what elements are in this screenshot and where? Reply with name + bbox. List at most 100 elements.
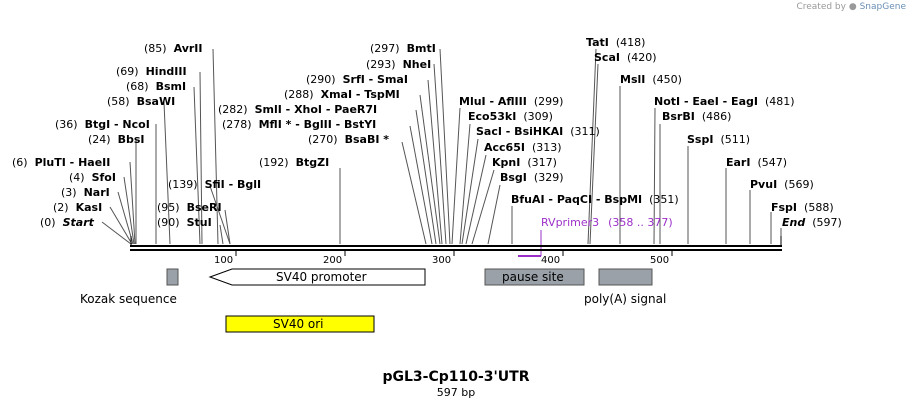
svg-text:MluI - AflIII(299): MluI - AflIII(299) (459, 95, 563, 108)
site-label: FspI (771, 201, 797, 214)
svg-text:NotI - EaeI - EagI(481): NotI - EaeI - EagI(481) (654, 95, 795, 108)
svg-text:(24)BbsI: (24)BbsI (88, 133, 145, 146)
sv40-promoter-label: SV40 promoter (276, 270, 367, 284)
svg-text:(68)BsmI: (68)BsmI (126, 80, 186, 93)
svg-text:(85)AvrII: (85)AvrII (144, 42, 203, 55)
site-label: StuI (187, 216, 212, 229)
site-pos: (192) (259, 156, 289, 169)
site-label: SrfI - SmaI (343, 73, 408, 86)
site-label: BmtI (407, 42, 436, 55)
site-pos: (547) (757, 156, 787, 169)
ruler-label: 500 (650, 255, 669, 266)
site-pos: (69) (116, 65, 139, 78)
svg-text:(290)SrfI - SmaI: (290) SrfI - SmaI (306, 73, 408, 86)
snapgene-logo-icon: ● (848, 2, 857, 12)
svg-text:(6)PluTI - HaeII: (6)PluTI - HaeII (12, 156, 110, 169)
site-pos: (290) (306, 73, 336, 86)
site-pos: (418) (616, 36, 646, 49)
map-title: pGL3-Cp110-3'UTR (382, 369, 530, 385)
site-label: BsaWI (137, 95, 176, 108)
kozak-sequence-box[interactable] (166, 268, 179, 286)
sv40-promoter-arrow[interactable] (208, 268, 426, 286)
site-pos: (569) (784, 178, 814, 191)
site-label: KasI (76, 201, 103, 214)
site-label: ScaI (594, 51, 620, 64)
site-pos: (293) (366, 58, 396, 71)
sequence-length: 597 bp (436, 386, 476, 399)
svg-text:(95)BseRI: (95) BseRI (157, 201, 222, 214)
svg-text:KpnI(317): KpnI (317) (492, 156, 557, 169)
svg-text:SspI(511): SspI (511) (687, 133, 750, 146)
kozak-sequence-label: Kozak sequence (80, 292, 177, 306)
polya-signal-box[interactable] (598, 268, 653, 286)
svg-text:(58)BsaWI: (58) BsaWI (107, 95, 175, 108)
pause-site-box[interactable] (484, 268, 585, 286)
site-label: NotI - EaeI - EagI (654, 95, 758, 108)
site-label: SspI (687, 133, 713, 146)
pause-site-label: pause site (502, 270, 564, 284)
site-pos: (4) (69, 171, 85, 184)
svg-text:(293)NheI: (293)NheI (366, 58, 431, 71)
site-label: BsaBI * (345, 133, 390, 146)
svg-text:BsrBI(486): BsrBI(486) (662, 110, 731, 123)
svg-text:RVprimer3(358 .. 377): RVprimer3(358 .. 377) (541, 216, 673, 229)
site-pos: (36) (55, 118, 78, 131)
svg-text:ScaI(420): ScaI(420) (594, 51, 657, 64)
site-label: AvrII (174, 42, 203, 55)
site-label: BtgI - NcoI (85, 118, 150, 131)
site-pos: (270) (308, 133, 338, 146)
sv40-ori-box[interactable] (225, 315, 375, 333)
site-pos: (24) (88, 133, 111, 146)
site-pos: (2) (53, 201, 69, 214)
svg-text:(69)HindIII: (69) HindIII (116, 65, 187, 78)
svg-text:(192)BtgZI: (192)BtgZI (259, 156, 329, 169)
site-label: NarI (84, 186, 110, 199)
site-pos: (58) (107, 95, 130, 108)
dna-backbone (130, 236, 782, 251)
site-pos: (282) (218, 103, 248, 116)
site-label: BfuAI - PaqCI - BspMI (511, 193, 642, 206)
site-label: Eco53kI (468, 110, 516, 123)
site-pos: (450) (652, 73, 682, 86)
svg-text:BfuAI - PaqCI - BspMI(351): BfuAI - PaqCI - BspMI(351) (511, 193, 679, 206)
svg-text:(0)Start: (0)Start (40, 216, 95, 229)
site-label: HindIII (146, 65, 187, 78)
site-pos: (588) (804, 201, 834, 214)
svg-text:(297)BmtI: (297) BmtI (370, 42, 436, 55)
site-pos: (0) (40, 216, 56, 229)
svg-text:SacI - BsiHKAI(311): SacI - BsiHKAI(311) (476, 125, 600, 138)
site-pos: (139) (168, 178, 198, 191)
site-pos: (511) (720, 133, 750, 146)
svg-text:(4)SfoI: (4)SfoI (69, 171, 116, 184)
site-label: PvuI (750, 178, 777, 191)
site-pos: (95) (157, 201, 180, 214)
site-pos: (278) (222, 118, 252, 131)
svg-text:(2)KasI: (2) KasI (53, 201, 102, 214)
site-label: XmaI - TspMI (321, 88, 400, 101)
site-label: KpnI (492, 156, 520, 169)
site-label: SfiI - BglI (205, 178, 262, 191)
site-label: Acc65I (484, 141, 525, 154)
site-pos: (6) (12, 156, 28, 169)
svg-text:End(597): End(597) (782, 216, 842, 229)
svg-text:(139)SfiI - BglI: (139) SfiI - BglI (168, 178, 261, 191)
svg-text:TatI(418): TatI(418) (586, 36, 645, 49)
svg-text:EarI(547): EarI(547) (726, 156, 787, 169)
site-label: MluI - AflIII (459, 95, 527, 108)
site-pos: (313) (532, 141, 562, 154)
site-label: End (782, 216, 805, 229)
svg-text:(3)NarI: (3)NarI (61, 186, 110, 199)
svg-text:(90)StuI: (90)StuI (157, 216, 212, 229)
site-pos: (329) (534, 171, 564, 184)
site-pos: (68) (126, 80, 149, 93)
site-label: BseRI (187, 201, 222, 214)
svg-text:PvuI(569): PvuI (569) (750, 178, 814, 191)
site-pos: (297) (370, 42, 400, 55)
features: Kozak sequence SV40 promoter pause site … (80, 268, 666, 333)
svg-text:FspI(588): FspI (588) (771, 201, 834, 214)
svg-text:(270)BsaBI *: (270) BsaBI * (308, 133, 389, 146)
primer-rvprimer3[interactable]: RVprimer3(358 .. 377) (518, 216, 673, 257)
site-pos: (317) (527, 156, 557, 169)
svg-text:BsgI(329): BsgI(329) (500, 171, 564, 184)
